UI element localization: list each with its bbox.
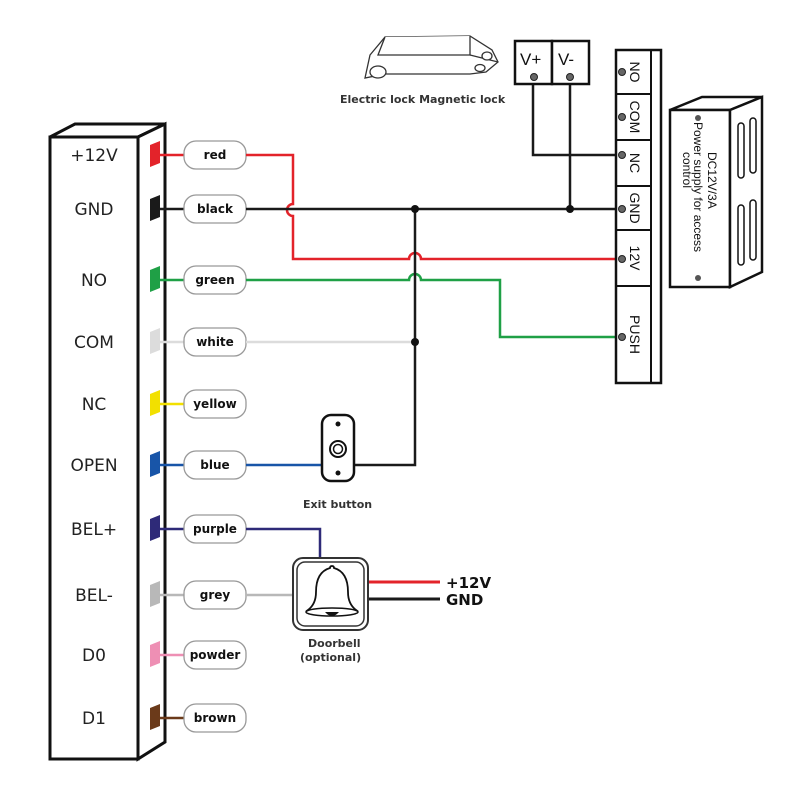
wires bbox=[246, 78, 621, 601]
magnetic-lock-icon bbox=[364, 35, 499, 79]
wire-lock-vplus bbox=[531, 78, 621, 157]
wire-purple bbox=[246, 527, 322, 558]
ps-terminal-12v: 12V bbox=[616, 229, 651, 272]
screw-icon bbox=[618, 333, 626, 341]
ps-terminal-no: NO bbox=[618, 62, 643, 83]
terminal-row-d0: D0 powder bbox=[82, 640, 247, 670]
wire-exit-return bbox=[354, 209, 417, 467]
ps-terminal-label: NO bbox=[627, 62, 643, 83]
terminal-label: D0 bbox=[82, 646, 106, 666]
wire-color-label: black bbox=[197, 202, 234, 216]
wire-plug bbox=[150, 451, 160, 477]
wire-plug bbox=[150, 141, 160, 167]
terminal-row-no: NO green bbox=[81, 265, 247, 295]
wire-plug bbox=[150, 390, 160, 416]
junction-dot bbox=[566, 205, 574, 213]
wire-plug bbox=[150, 195, 160, 221]
wire-color-label: yellow bbox=[193, 397, 237, 411]
ps-terminal-label: COM bbox=[627, 101, 643, 134]
wire-color-label: purple bbox=[193, 522, 237, 536]
terminal-label: BEL- bbox=[75, 586, 113, 606]
doorbell bbox=[292, 557, 369, 631]
terminal-row-12v: +12V red bbox=[70, 140, 247, 170]
wire-green bbox=[246, 272, 621, 339]
screw-icon bbox=[618, 255, 626, 263]
ps-terminal-label: NC bbox=[627, 153, 643, 173]
wire-plug bbox=[150, 581, 160, 607]
ps-terminal-label: PUSH bbox=[627, 315, 643, 354]
wire-color-tag bbox=[183, 389, 247, 419]
power-supply-box: DC12V/3A Power supply for access control bbox=[668, 95, 764, 289]
junction-dot bbox=[411, 338, 419, 346]
exit-button-caption: Exit button bbox=[303, 498, 372, 511]
lock-terminal-vplus: V+ bbox=[520, 50, 541, 69]
terminal-label: D1 bbox=[82, 709, 106, 729]
doorbell-power-plus: +12V bbox=[446, 574, 491, 592]
wire-plug bbox=[150, 641, 160, 667]
wire-plug bbox=[150, 515, 160, 541]
junction-dot bbox=[411, 205, 419, 213]
terminal-label: NC bbox=[82, 395, 107, 415]
screw-icon bbox=[618, 68, 626, 76]
terminal-label: +12V bbox=[70, 146, 118, 166]
terminal-row-com: COM white bbox=[74, 327, 247, 357]
wire-color-label: white bbox=[196, 335, 234, 349]
bell-icon bbox=[305, 565, 359, 617]
power-supply-terminal-strip: NO COM NC GND 12V PUSH bbox=[614, 48, 663, 385]
exit-button bbox=[320, 413, 356, 483]
terminal-label: GND bbox=[75, 200, 114, 220]
ps-terminal-label: 12V bbox=[627, 246, 643, 272]
wire-color-label: red bbox=[204, 148, 227, 162]
terminal-row-open: OPEN blue bbox=[70, 450, 247, 480]
wire-color-label: blue bbox=[200, 458, 229, 472]
lock-terminal-vminus: V- bbox=[558, 50, 574, 69]
screw-icon bbox=[618, 205, 626, 213]
screw-icon bbox=[618, 151, 626, 159]
doorbell-power-gnd: GND bbox=[446, 591, 483, 609]
wire-color-label: powder bbox=[190, 648, 241, 662]
doorbell-caption-2: (optional) bbox=[300, 651, 361, 664]
screw-icon bbox=[618, 113, 626, 121]
wire-color-label: brown bbox=[194, 711, 236, 725]
ps-terminal-com: COM bbox=[616, 93, 651, 134]
wire-plug bbox=[150, 266, 160, 292]
terminal-row-bel: BEL-grey bbox=[75, 580, 247, 610]
doorbell-caption-1: Doorbell bbox=[308, 637, 361, 650]
terminal-row-d1: D1 brown bbox=[82, 703, 247, 733]
ps-terminal-push: PUSH bbox=[616, 285, 651, 354]
wire-color-label: green bbox=[195, 273, 234, 287]
wire-color-label: grey bbox=[200, 588, 231, 602]
ps-terminal-label: GND bbox=[627, 192, 643, 223]
ps-subtitle-2: control bbox=[680, 152, 694, 188]
lock-terminal-block: V+ V- bbox=[513, 39, 591, 86]
ps-terminal-gnd: GND bbox=[616, 185, 651, 224]
lock-caption: Electric lock Magnetic lock bbox=[340, 93, 506, 106]
wire-plug bbox=[150, 328, 160, 354]
terminal-label: COM bbox=[74, 333, 114, 353]
terminal-row-nc: NC yellow bbox=[82, 389, 247, 419]
ps-subtitle-1: Power supply for access bbox=[691, 122, 705, 252]
terminal-label: BEL+ bbox=[71, 520, 117, 540]
wire-plug bbox=[150, 704, 160, 730]
ps-rating: DC12V/3A bbox=[705, 152, 719, 209]
terminal-label: NO bbox=[81, 271, 107, 291]
terminal-label: OPEN bbox=[70, 456, 117, 476]
wire-color-tag bbox=[183, 703, 247, 733]
wire-red bbox=[246, 153, 621, 261]
ps-terminal-nc: NC bbox=[616, 139, 651, 173]
terminal-row-gnd: GND black bbox=[75, 194, 247, 224]
wire-color-tag bbox=[183, 640, 247, 670]
